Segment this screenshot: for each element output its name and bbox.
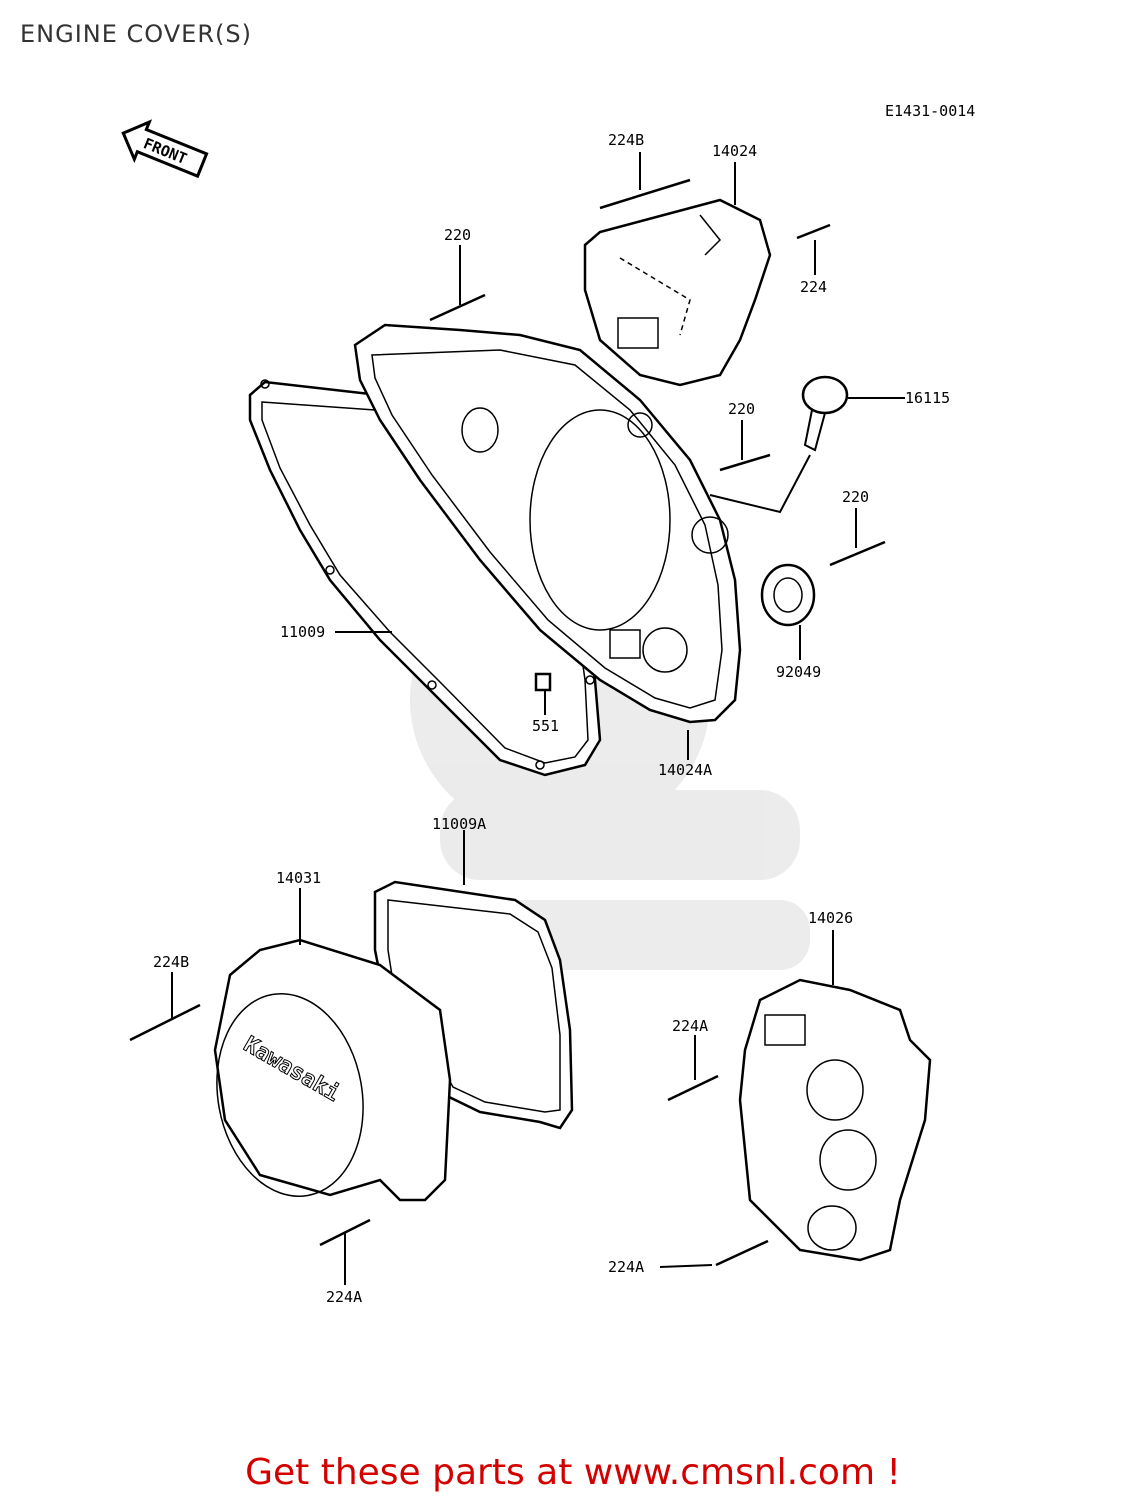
- label-11009a: 11009A: [432, 815, 486, 833]
- label-14031: 14031: [276, 869, 321, 887]
- label-224b-left: 224B: [153, 953, 189, 971]
- clutch-cover-14024a: [353, 323, 742, 724]
- label-551: 551: [532, 717, 559, 735]
- oil-seal-92049: [760, 563, 816, 627]
- leader-lines: [171, 152, 905, 1285]
- footer-promo: Get these parts at www.cmsnl.com !: [245, 1452, 901, 1493]
- sprocket-cover-14024: [583, 198, 772, 387]
- label-220-top: 220: [444, 226, 471, 244]
- page-title: ENGINE COVER(S): [20, 20, 252, 48]
- front-arrow-icon: FRONT: [121, 119, 209, 179]
- label-220-mid: 220: [728, 400, 755, 418]
- label-224a-bottom-left: 224A: [326, 1288, 362, 1306]
- label-92049: 92049: [776, 663, 821, 681]
- generator-cover-14031: Kawasaki: [213, 938, 452, 1202]
- label-224a-bottom-right: 224A: [608, 1258, 644, 1276]
- plug-551: [534, 672, 552, 692]
- label-14026: 14026: [808, 909, 853, 927]
- diagram-code: E1431-0014: [885, 102, 975, 120]
- label-224a-mid: 224A: [672, 1017, 708, 1035]
- label-224-right: 224: [800, 278, 827, 296]
- label-11009: 11009: [280, 623, 325, 641]
- label-14024: 14024: [712, 142, 757, 160]
- label-16115: 16115: [905, 389, 950, 407]
- oil-cap-16115: [801, 375, 849, 452]
- label-220-right: 220: [842, 488, 869, 506]
- chain-cover-14026: [738, 978, 932, 1262]
- label-224b-top: 224B: [608, 131, 644, 149]
- label-14024a: 14024A: [658, 761, 712, 779]
